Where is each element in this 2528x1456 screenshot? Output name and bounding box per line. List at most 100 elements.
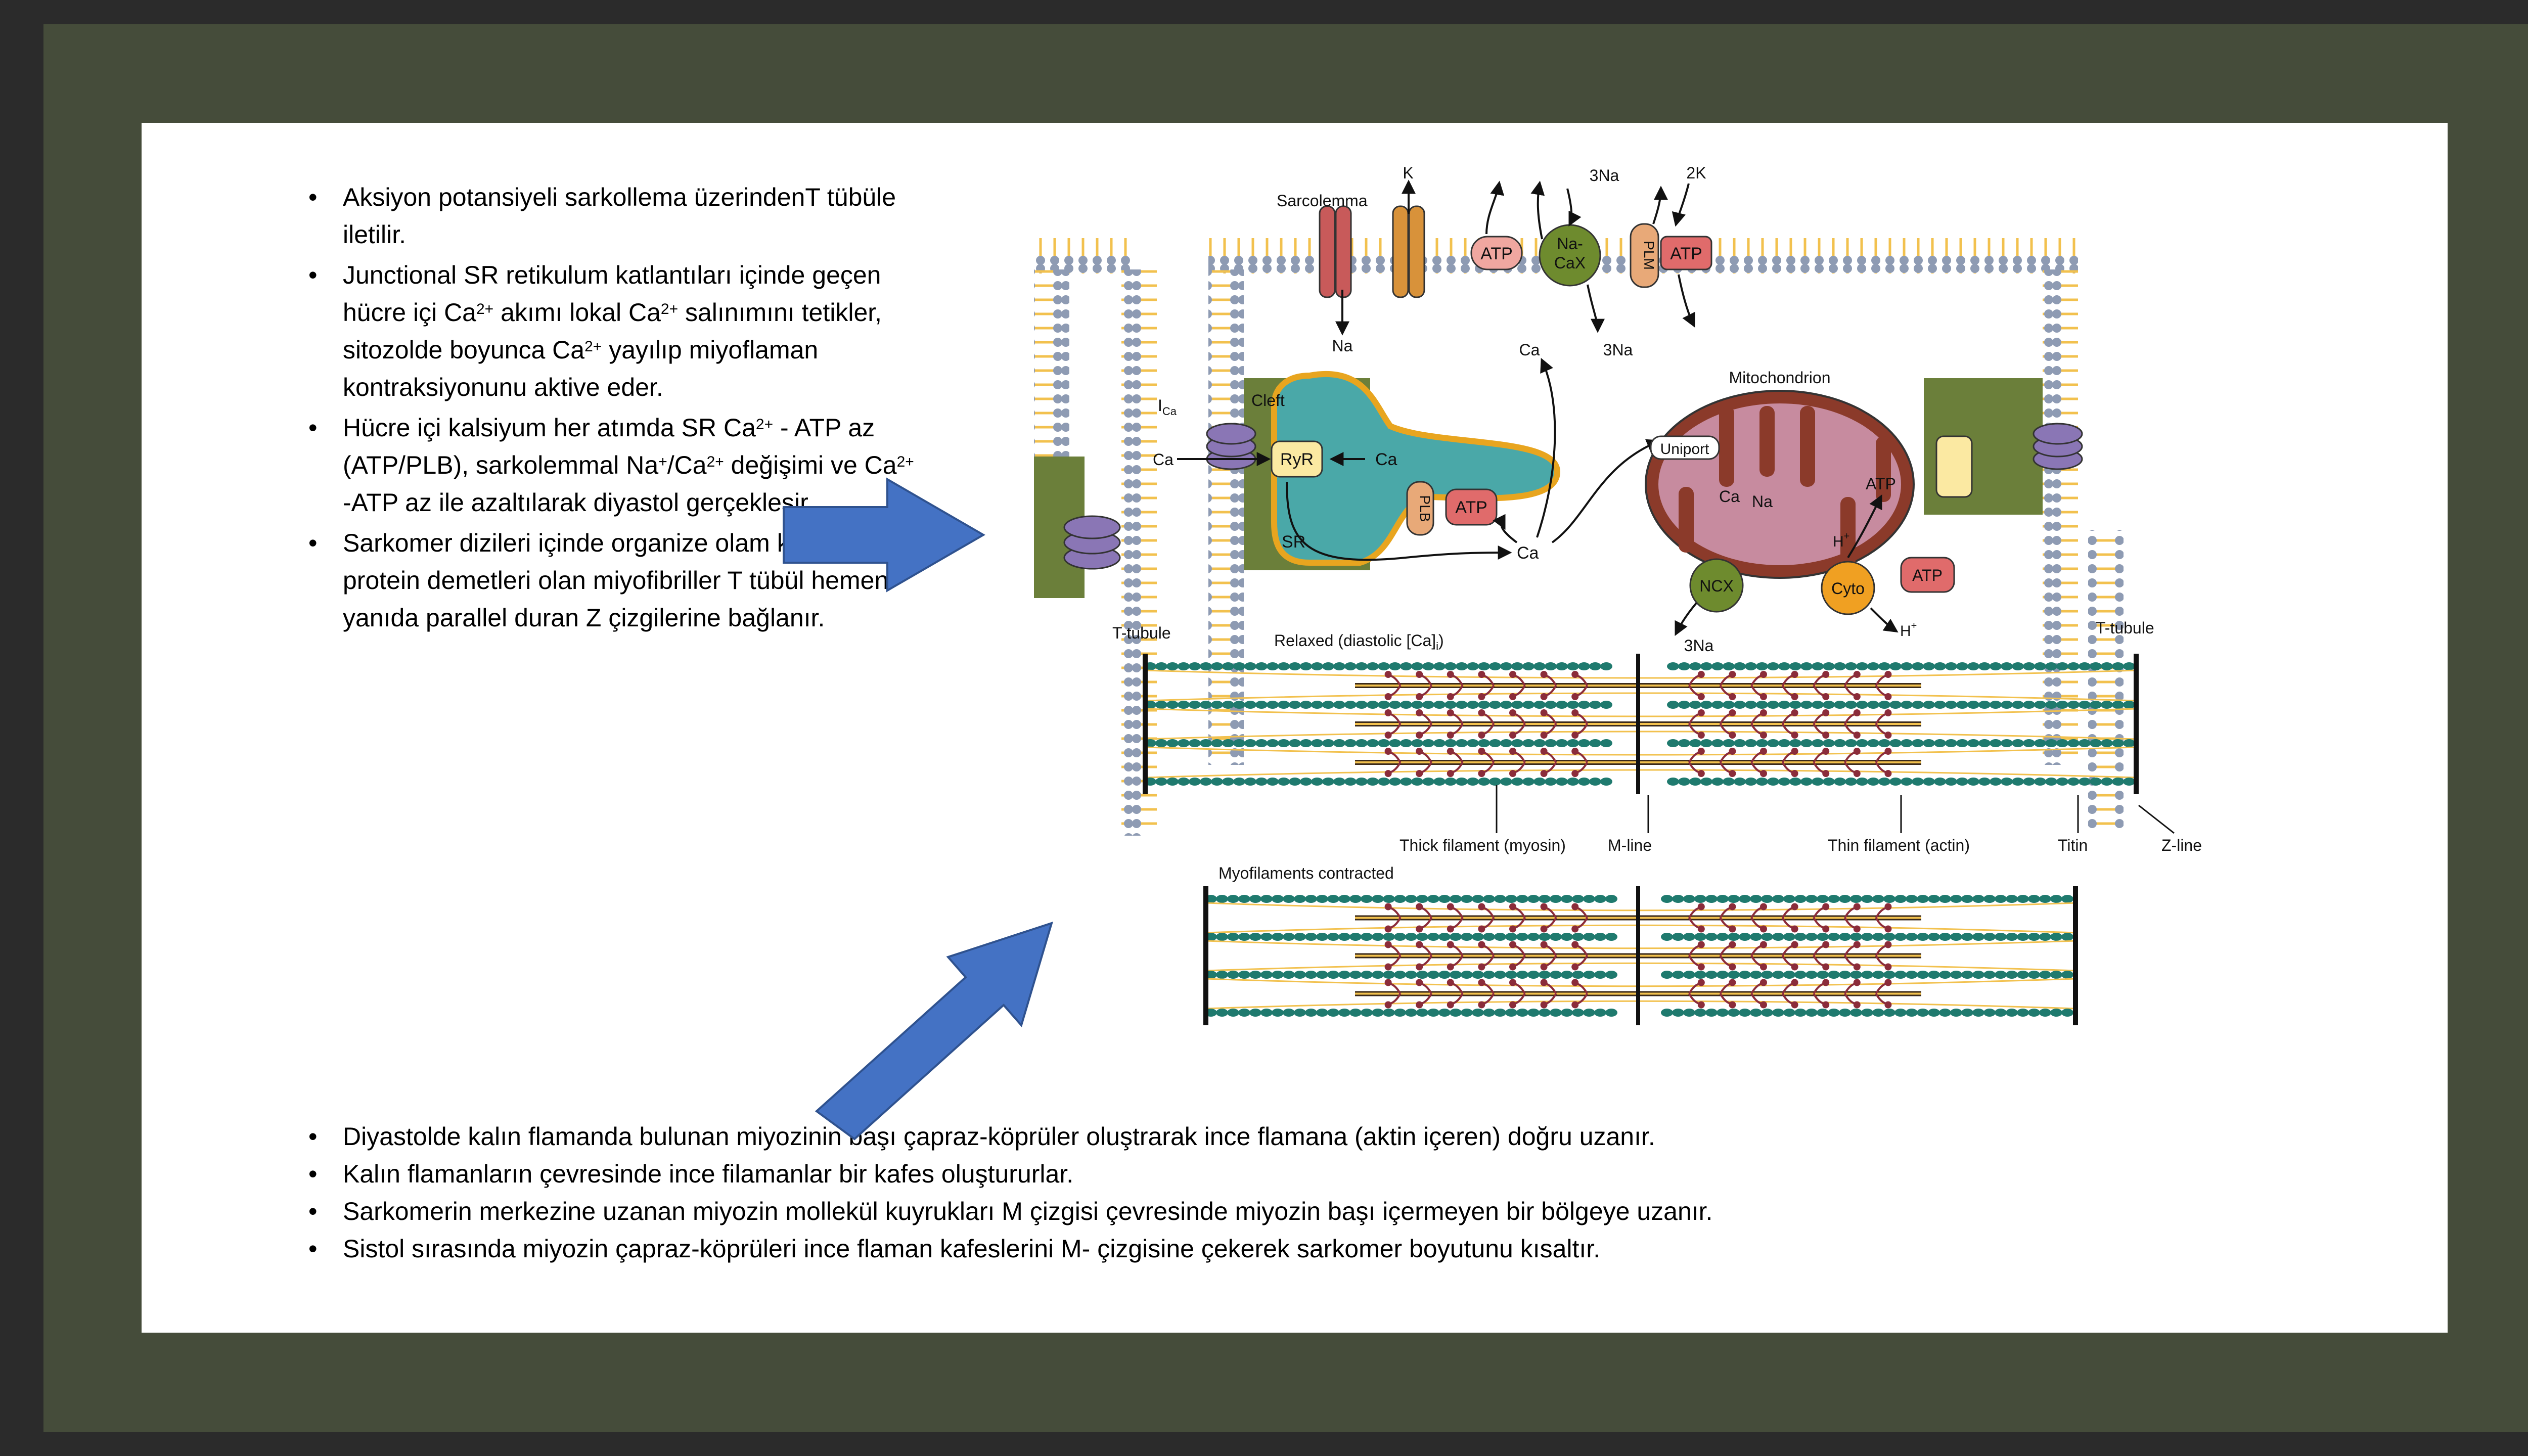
actin-bead	[1189, 739, 1201, 747]
actin-bead	[1433, 662, 1446, 670]
myosin-head-tip	[1447, 693, 1454, 700]
actin-bead	[1361, 895, 1373, 903]
actin-bead	[1427, 933, 1439, 941]
actin-bead	[1767, 701, 1779, 709]
atp-serca-label: ATP	[1455, 498, 1487, 517]
myosin-head-tip	[1571, 925, 1579, 933]
myosin-head-tip	[1447, 963, 1454, 971]
actin-bead	[1990, 778, 2002, 786]
actin-bead	[1456, 778, 1468, 786]
actin-bead	[1761, 895, 1773, 903]
actin-bead	[1939, 895, 1951, 903]
atp-nak-label: ATP	[1670, 244, 1702, 263]
actin-bead	[1283, 1009, 1295, 1017]
actin-bead	[1934, 662, 1946, 670]
actin-bead	[1845, 662, 1857, 670]
z-line	[2134, 654, 2139, 794]
myosin-head-tip	[1760, 693, 1767, 700]
actin-bead	[1889, 701, 1902, 709]
cardiac-myocyte-diagram: ATP Na- CaX PLM ATP RyR Ca SR	[783, 164, 2202, 1141]
plm-protein: PLM	[1630, 223, 1659, 288]
actin-bead	[1450, 895, 1462, 903]
actin-bead	[1511, 701, 1523, 709]
actin-bead	[1567, 778, 1579, 786]
actin-bead	[1867, 662, 1879, 670]
actin-bead	[1990, 662, 2002, 670]
actin-bead	[1672, 971, 1684, 979]
actin-bead	[1222, 739, 1234, 747]
actin-bead	[2090, 662, 2102, 670]
actin-bead	[1200, 701, 1212, 709]
plb-protein: PLB	[1406, 481, 1434, 536]
actin-bead	[1605, 971, 1617, 979]
myosin-head-tip	[1540, 979, 1548, 986]
titin-strand	[1145, 692, 2137, 702]
actin-bead	[1578, 778, 1590, 786]
actin-bead	[1906, 933, 1918, 941]
actin-bead	[2079, 739, 2091, 747]
myosin-head-tip	[1760, 709, 1767, 716]
na-mito-label: Na	[1752, 492, 1773, 511]
actin-bead	[1378, 701, 1390, 709]
actin-bead	[1967, 739, 1979, 747]
myosin-head-tip	[1478, 748, 1485, 755]
actin-bead	[1511, 662, 1523, 670]
myosin-head-tip	[1416, 770, 1423, 777]
myosin-head-tip	[1853, 963, 1861, 971]
actin-bead	[1422, 778, 1434, 786]
myosin-head-tip	[1384, 671, 1392, 678]
myosin-head-tip	[1571, 963, 1579, 971]
actin-bead	[1928, 933, 1940, 941]
actin-bead	[1734, 662, 1746, 670]
actin-bead	[2067, 739, 2080, 747]
myosin-head-tip	[1384, 770, 1392, 777]
superscript: 2+	[706, 453, 724, 470]
myosin-head-tip	[1416, 941, 1423, 948]
ca-sr-label: Ca	[1375, 450, 1397, 469]
actin-bead	[1249, 933, 1261, 941]
titin-strand	[1205, 902, 2076, 912]
myosin-head-tip	[1697, 671, 1705, 678]
actin-bead	[1483, 895, 1495, 903]
actin-bead	[2061, 971, 2073, 979]
actin-bead	[2050, 1009, 2062, 1017]
actin-bead	[1416, 1009, 1428, 1017]
actin-bead	[1739, 971, 1751, 979]
actin-bead	[1845, 739, 1857, 747]
actin-bead	[1255, 701, 1268, 709]
myosin-head-tip	[1571, 732, 1579, 739]
actin-bead	[1539, 971, 1551, 979]
myosin-head-tip	[1822, 925, 1830, 933]
actin-bead	[1767, 778, 1779, 786]
actin-bead	[1939, 1009, 1951, 1017]
actin-bead	[1255, 778, 1268, 786]
myosin-head-tip	[1697, 693, 1705, 700]
actin-bead	[1489, 662, 1501, 670]
actin-bead	[1917, 1009, 1929, 1017]
myosin-head-tip	[1729, 671, 1736, 678]
actin-bead	[1850, 971, 1862, 979]
actin-bead	[1812, 778, 1824, 786]
actin-bead	[1222, 662, 1234, 670]
titin-strand	[1145, 708, 2137, 717]
actin-bead	[2123, 701, 2135, 709]
bullet-text: Aksiyon potansiyeli sarkollema üzerinden…	[343, 183, 896, 249]
myosin-head-tip	[1822, 941, 1830, 948]
actin-bead	[2006, 895, 2018, 903]
actin-bead	[1438, 895, 1451, 903]
actin-bead	[1828, 895, 1840, 903]
actin-bead	[1260, 933, 1273, 941]
actin-bead	[1945, 662, 1957, 670]
myosin-head-tip	[1447, 941, 1454, 948]
actin-bead	[1561, 1009, 1573, 1017]
actin-bead	[1961, 971, 1973, 979]
actin-bead	[1300, 739, 1312, 747]
actin-bead	[1416, 971, 1428, 979]
actin-bead	[1394, 895, 1406, 903]
actin-bead	[1661, 895, 1673, 903]
actin-bead	[1805, 971, 1818, 979]
actin-bead	[1683, 895, 1695, 903]
myosin-head-tip	[1729, 709, 1736, 716]
myosin-head-tip	[1447, 748, 1454, 755]
actin-bead	[1450, 1009, 1462, 1017]
